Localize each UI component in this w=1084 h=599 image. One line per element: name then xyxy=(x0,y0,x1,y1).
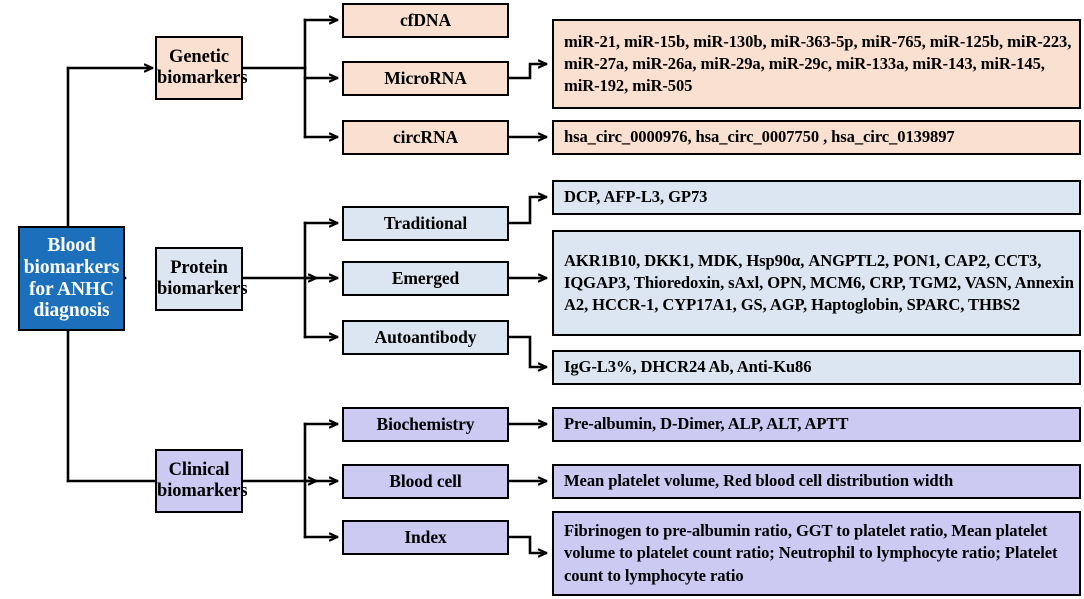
content-index-list: Fibrinogen to pre-albumin ratio, GGT to … xyxy=(552,511,1081,596)
content-circrna-list: hsa_circ_0000976, hsa_circ_0007750 , hsa… xyxy=(552,120,1081,155)
subtype-circrna-label: circRNA xyxy=(392,126,459,147)
category-genetic-label: Genetic biomarkers xyxy=(157,47,248,88)
category-clinical-biomarkers[interactable]: Clinical biomarkers xyxy=(155,449,248,513)
content-traditional-text: DCP, AFP-L3, GP73 xyxy=(564,187,708,207)
root-node-blood-biomarkers[interactable]: Blood biomarkers for ANHC diagnosis xyxy=(18,226,125,331)
subtype-biochemistry-label: Biochemistry xyxy=(376,413,475,434)
content-emerged-list: AKR1B10, DKK1, MDK, Hsp90α, ANGPTL2, PON… xyxy=(552,230,1081,336)
category-protein-label: Protein biomarkers xyxy=(157,258,248,299)
category-clinical-label: Clinical biomarkers xyxy=(157,460,248,501)
content-microrna-text: miR-21, miR-15b, miR-130b, miR-363-5p, m… xyxy=(564,31,1072,96)
content-biochemistry-list: Pre-albumin, D-Dimer, ALP, ALT, APTT xyxy=(552,407,1081,442)
category-genetic-biomarkers[interactable]: Genetic biomarkers xyxy=(155,36,248,100)
content-autoantibody-text: IgG-L3%, DHCR24 Ab, Anti-Ku86 xyxy=(564,357,812,377)
subtype-autoantibody-label: Autoantibody xyxy=(374,326,477,347)
content-microrna-list: miR-21, miR-15b, miR-130b, miR-363-5p, m… xyxy=(552,19,1081,109)
root-node-label: Blood biomarkers for ANHC diagnosis xyxy=(23,234,120,322)
subtype-blood-cell[interactable]: Blood cell xyxy=(342,464,509,499)
subtype-circrna[interactable]: circRNA xyxy=(342,120,509,155)
content-blood-cell-list: Mean platelet volume, Red blood cell dis… xyxy=(552,464,1081,499)
subtype-cfdna[interactable]: cfDNA xyxy=(342,3,509,38)
subtype-autoantibody[interactable]: Autoantibody xyxy=(342,320,509,355)
content-emerged-text: AKR1B10, DKK1, MDK, Hsp90α, ANGPTL2, PON… xyxy=(564,250,1074,315)
content-autoantibody-list: IgG-L3%, DHCR24 Ab, Anti-Ku86 xyxy=(552,350,1081,385)
subtype-emerged[interactable]: Emerged xyxy=(342,261,509,296)
subtype-biochemistry[interactable]: Biochemistry xyxy=(342,407,509,442)
subtype-microrna-label: MicroRNA xyxy=(384,67,467,88)
subtype-traditional[interactable]: Traditional xyxy=(342,206,509,241)
category-protein-biomarkers[interactable]: Protein biomarkers xyxy=(155,247,248,311)
subtype-index-label: Index xyxy=(404,526,447,547)
subtype-blood-cell-label: Blood cell xyxy=(389,470,462,491)
subtype-index[interactable]: Index xyxy=(342,520,509,555)
subtype-emerged-label: Emerged xyxy=(391,267,460,288)
subtype-cfdna-label: cfDNA xyxy=(399,9,451,30)
content-circrna-text: hsa_circ_0000976, hsa_circ_0007750 , hsa… xyxy=(564,127,955,147)
subtype-microrna[interactable]: MicroRNA xyxy=(342,61,509,96)
content-biochemistry-text: Pre-albumin, D-Dimer, ALP, ALT, APTT xyxy=(564,414,849,434)
content-index-text: Fibrinogen to pre-albumin ratio, GGT to … xyxy=(564,521,1058,585)
content-blood-cell-text: Mean platelet volume, Red blood cell dis… xyxy=(564,471,954,491)
content-traditional-list: DCP, AFP-L3, GP73 xyxy=(552,180,1081,215)
subtype-traditional-label: Traditional xyxy=(383,212,468,233)
